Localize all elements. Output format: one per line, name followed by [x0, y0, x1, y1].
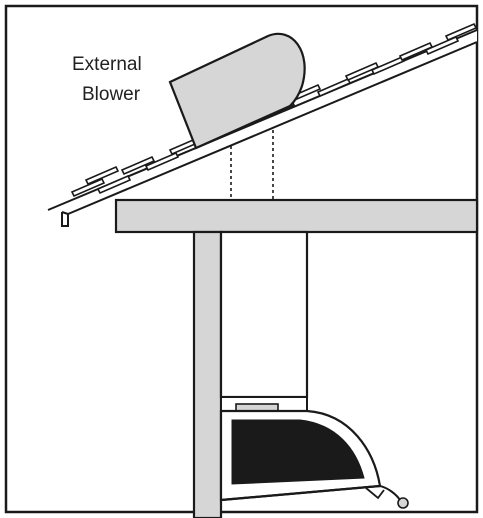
diagram-border	[4, 4, 479, 514]
roof-fascia	[61, 211, 69, 227]
ceiling-beam	[114, 198, 479, 234]
power-cord	[379, 485, 401, 501]
roof-bottom-line	[67, 41, 478, 215]
plug-icon	[397, 497, 409, 509]
wall-column	[192, 230, 223, 518]
hood-chimney	[219, 230, 309, 399]
blower-label-line2: Blower	[82, 84, 141, 105]
hood-glass-panel	[231, 419, 365, 485]
blower-label-line1: External	[72, 54, 142, 75]
external-blower	[168, 32, 306, 150]
range-hood	[219, 396, 409, 509]
